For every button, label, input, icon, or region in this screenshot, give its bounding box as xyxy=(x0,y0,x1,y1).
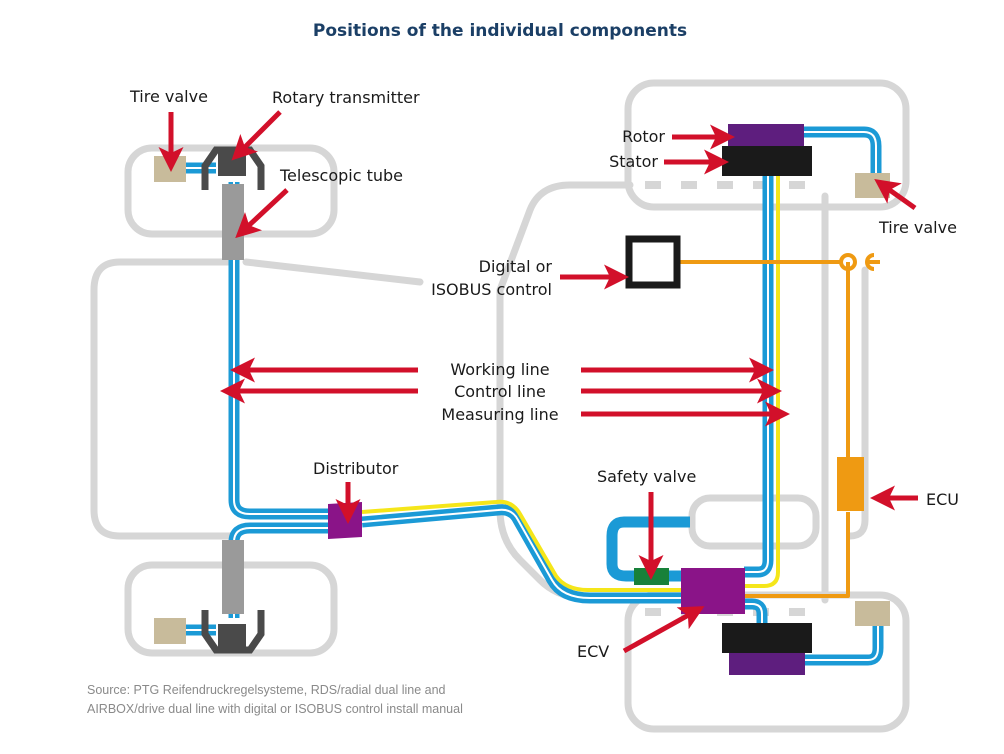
right-rail-inner xyxy=(846,266,869,540)
front-axle-outline xyxy=(90,258,236,540)
chassis-upper-outline xyxy=(496,181,634,294)
label-safety-valve: Safety valve xyxy=(597,467,696,486)
label-top-right-tire-valve: Tire valve xyxy=(878,218,957,237)
label-rotor: Rotor xyxy=(622,127,665,146)
front-telescopic-tube xyxy=(222,184,244,260)
distributor xyxy=(328,502,362,539)
arrow-rotary-transmitter xyxy=(231,110,282,161)
label-ecv: ECV xyxy=(577,642,609,661)
arrow-telescopic-tube xyxy=(235,188,289,239)
bottom-right-tire-valve xyxy=(855,601,890,626)
label-measuring-line: Measuring line xyxy=(441,405,558,424)
label-stator: Stator xyxy=(609,152,658,171)
label-ecu: ECU xyxy=(926,490,959,509)
digital-isobus-control xyxy=(625,235,681,289)
source-line-1: Source: PTG Reifendruckregelsysteme, RDS… xyxy=(87,683,446,697)
label-control-line: Control line xyxy=(454,382,546,401)
electrical-line xyxy=(680,253,880,598)
label-digital-control-line2: ISOBUS control xyxy=(431,280,552,299)
label-rotary-transmitter: Rotary transmitter xyxy=(272,88,420,107)
ecv xyxy=(681,568,745,614)
safety-valve xyxy=(634,568,669,585)
top-rotor xyxy=(728,124,804,146)
measuring-line xyxy=(361,174,780,592)
arrow-ecv xyxy=(622,606,705,654)
arrow-top-right-tire-valve xyxy=(874,179,917,211)
bottom-stator xyxy=(722,623,812,653)
chassis-link-outline xyxy=(242,258,424,286)
rear-rotary-transmitter xyxy=(201,610,265,654)
rear-telescopic-tube xyxy=(222,540,244,614)
diagram-title: Positions of the individual components xyxy=(313,21,687,41)
label-distributor: Distributor xyxy=(313,459,399,478)
label-working-line: Working line xyxy=(450,360,549,379)
label-front-tire-valve: Tire valve xyxy=(129,87,208,106)
ecu xyxy=(837,457,864,511)
top-stator xyxy=(722,146,812,176)
rear-tire-valve xyxy=(154,618,186,644)
source-line-2: AIRBOX/drive dual line with digital or I… xyxy=(87,702,463,716)
label-telescopic-tube: Telescopic tube xyxy=(279,166,403,185)
bottom-rotor xyxy=(729,653,805,675)
tank-outline xyxy=(688,494,820,550)
callout-arrows xyxy=(158,110,918,654)
label-digital-control-line1: Digital or xyxy=(479,257,553,276)
